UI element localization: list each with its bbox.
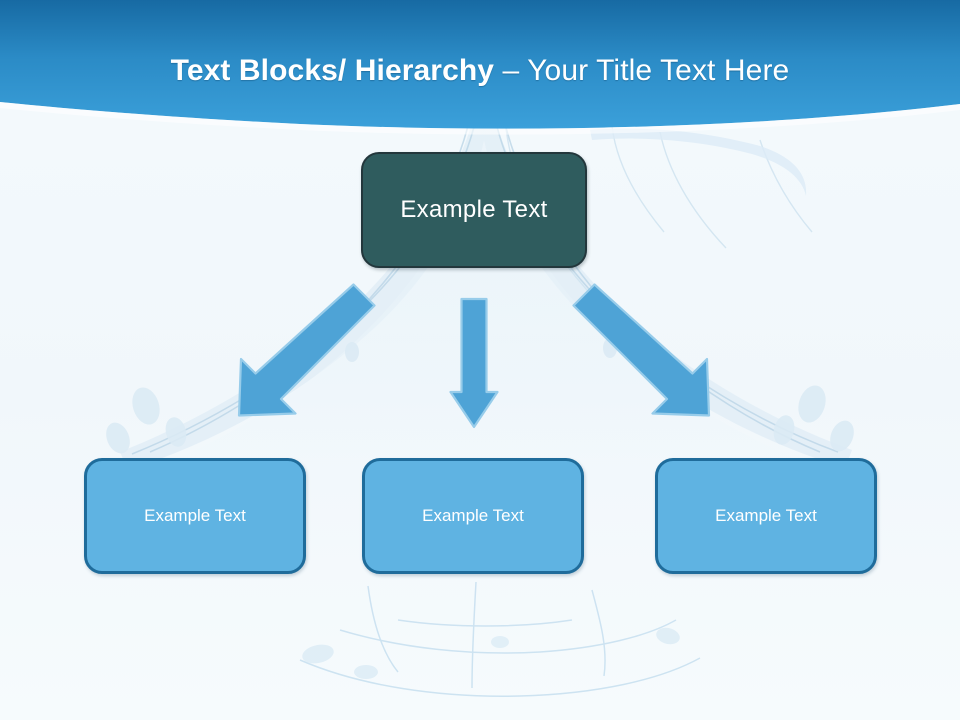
page-title: Text Blocks/ Hierarchy – Your Title Text… [0, 52, 960, 90]
node-child-3-label: Example Text [715, 506, 817, 525]
arrow-down-icon [449, 297, 499, 429]
page-title-bold: Text Blocks/ Hierarchy [170, 54, 503, 87]
node-root[interactable]: Example Text [361, 152, 587, 268]
header-banner [0, 0, 960, 135]
arrow-down-left-icon [237, 283, 376, 417]
node-child-2[interactable]: Example Text [362, 458, 584, 574]
arrow-down-right-icon [572, 283, 711, 417]
node-child-1-label: Example Text [144, 506, 246, 525]
node-child-3[interactable]: Example Text [655, 458, 877, 574]
node-child-2-label: Example Text [422, 506, 524, 525]
page-title-regular: Your Title Text Here [527, 54, 790, 87]
page-title-separator: – [502, 54, 528, 87]
node-root-label: Example Text [400, 196, 548, 223]
node-child-1[interactable]: Example Text [84, 458, 306, 574]
